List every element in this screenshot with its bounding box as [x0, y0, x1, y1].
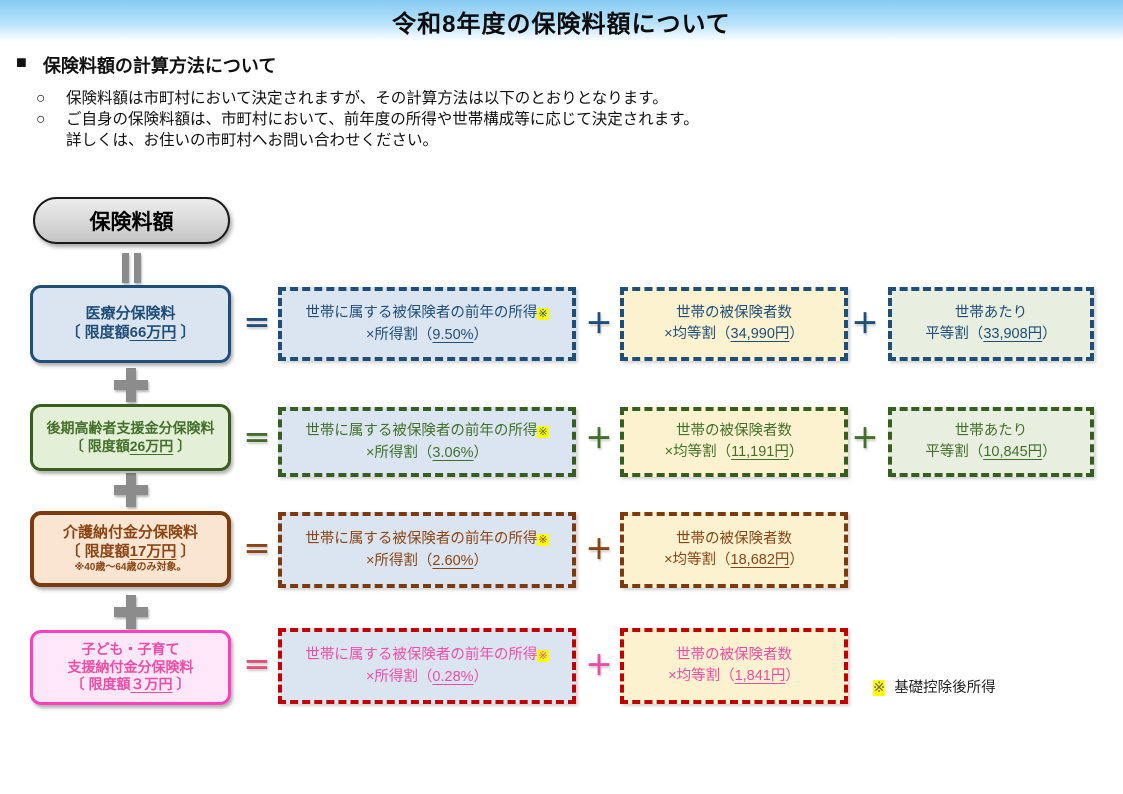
square-bullet-icon: ■: [16, 52, 27, 72]
asterisk-note-icon: ※: [537, 307, 549, 320]
page-title: 令和8年度の保険料額について: [392, 10, 731, 38]
circle-bullet-icon: ○: [36, 111, 46, 128]
per-household-value: 33,908円: [983, 326, 1043, 342]
section-heading-text: 保険料額の計算方法について: [42, 56, 277, 76]
bullet-line-2: ○ ご自身の保険料額は、市町村において、前年度の所得や世帯構成等に応じて決定され…: [36, 109, 699, 130]
per-capita-levy-box-medical: 世帯の被保険者数 ×均等割（34,990円）: [620, 287, 848, 361]
income-levy-box-elderly: 世帯に属する被保険者の前年の所得※ ×所得割（3.06%）: [278, 407, 576, 477]
category-limit: 〔 限度額３万円 〕: [70, 676, 191, 693]
income-rate-value: 3.06%: [432, 444, 474, 461]
plus-sign: ＋: [851, 424, 879, 454]
per-capita-levy-box-elderly: 世帯の被保険者数 ×均等割（11,191円）: [620, 407, 848, 477]
per-household-value: 10,845円: [983, 444, 1043, 460]
category-title: 後期高齢者支援金分保険料: [46, 420, 215, 436]
per-household-levy-box-elderly: 世帯あたり 平等割（10,845円）: [888, 407, 1094, 477]
asterisk-note-icon: ※: [873, 680, 886, 696]
income-rate-value: 0.28%: [432, 668, 474, 685]
category-limit: 〔 限度額66万円 〕: [65, 324, 196, 341]
equals-sign: ＝: [243, 651, 271, 681]
category-box-child-support: 子ども・子育て 支援納付金分保険料 〔 限度額３万円 〕: [30, 630, 231, 705]
category-title: 介護納付金分保険料: [62, 524, 198, 541]
bullet-line-1: ○ 保険料額は市町村において決定されますが、その計算方法は以下のとおりとなります…: [36, 88, 699, 109]
plus-connector-icon: [114, 368, 148, 402]
category-box-nursing-care: 介護納付金分保険料 〔 限度額17万円 〕 ※40歳～64歳のみ対象。: [30, 511, 231, 587]
per-capita-levy-box-nursing: 世帯の被保険者数 ×均等割（18,682円）: [620, 512, 848, 588]
income-levy-box-nursing: 世帯に属する被保険者の前年の所得※ ×所得割（2.60%）: [278, 512, 576, 588]
footnote: ※ 基礎控除後所得: [873, 676, 996, 697]
bullet-text: ご自身の保険料額は、市町村において、前年度の所得や世帯構成等に応じて決定されます…: [66, 111, 699, 128]
equals-connector-bar: [122, 253, 129, 283]
bullet-text: 保険料額は市町村において決定されますが、その計算方法は以下のとおりとなります。: [66, 90, 668, 107]
bullet-text: 詳しくは、お住いの市町村へお問い合わせください。: [66, 132, 439, 149]
asterisk-note-icon: ※: [537, 425, 549, 438]
section-heading: ■ 保険料額の計算方法について: [16, 52, 276, 78]
category-box-medical: 医療分保険料 〔 限度額66万円 〕: [30, 285, 231, 363]
asterisk-note-icon: ※: [537, 649, 549, 662]
plus-connector-icon: [114, 473, 148, 507]
category-limit: 〔 限度額26万円 〕: [69, 437, 192, 454]
per-capita-levy-box-child: 世帯の被保険者数 ×均等割（1,841円）: [620, 628, 848, 704]
plus-connector-icon: [114, 595, 148, 629]
per-capita-value: 34,990円: [730, 326, 790, 342]
asterisk-note-icon: ※: [537, 533, 549, 546]
age-restriction-note: ※40歳～64歳のみ対象。: [74, 561, 187, 573]
plus-sign: ＋: [585, 535, 613, 565]
income-levy-box-medical: 世帯に属する被保険者の前年の所得※ ×所得割（9.50%）: [278, 287, 576, 361]
category-title: 子ども・子育て: [81, 641, 180, 658]
plus-sign: ＋: [585, 651, 613, 681]
per-household-levy-box-medical: 世帯あたり 平等割（33,908円）: [888, 287, 1094, 361]
category-limit: 〔 限度額17万円 〕: [65, 542, 196, 560]
category-title: 医療分保険料: [85, 305, 176, 323]
equals-sign: ＝: [243, 424, 271, 454]
per-capita-value: 18,682円: [730, 552, 790, 568]
equals-sign: ＝: [243, 535, 271, 565]
plus-sign: ＋: [585, 424, 613, 454]
title-banner: 令和8年度の保険料額について: [0, 0, 1123, 42]
plus-sign: ＋: [851, 309, 879, 339]
per-capita-value: 1,841円: [734, 668, 786, 684]
income-levy-box-child: 世帯に属する被保険者の前年の所得※ ×所得割（0.28%）: [278, 628, 576, 704]
per-capita-value: 11,191円: [731, 444, 789, 460]
income-rate-value: 2.60%: [432, 552, 474, 569]
footnote-text: 基礎控除後所得: [894, 680, 996, 696]
total-premium-pill: 保険料額: [33, 197, 230, 244]
income-rate-value: 9.50%: [432, 326, 474, 343]
category-box-elderly-support: 後期高齢者支援金分保険料 〔 限度額26万円 〕: [30, 404, 231, 471]
equals-sign: ＝: [243, 309, 271, 339]
equals-connector-bar: [134, 253, 141, 283]
bullet-line-3: 詳しくは、お住いの市町村へお問い合わせください。: [36, 130, 699, 151]
circle-bullet-icon: ○: [36, 90, 46, 107]
total-premium-label: 保険料額: [89, 210, 174, 234]
category-title-line2: 支援納付金分保険料: [67, 658, 194, 675]
plus-sign: ＋: [585, 309, 613, 339]
intro-bullets: ○ 保険料額は市町村において決定されますが、その計算方法は以下のとおりとなります…: [36, 88, 699, 151]
